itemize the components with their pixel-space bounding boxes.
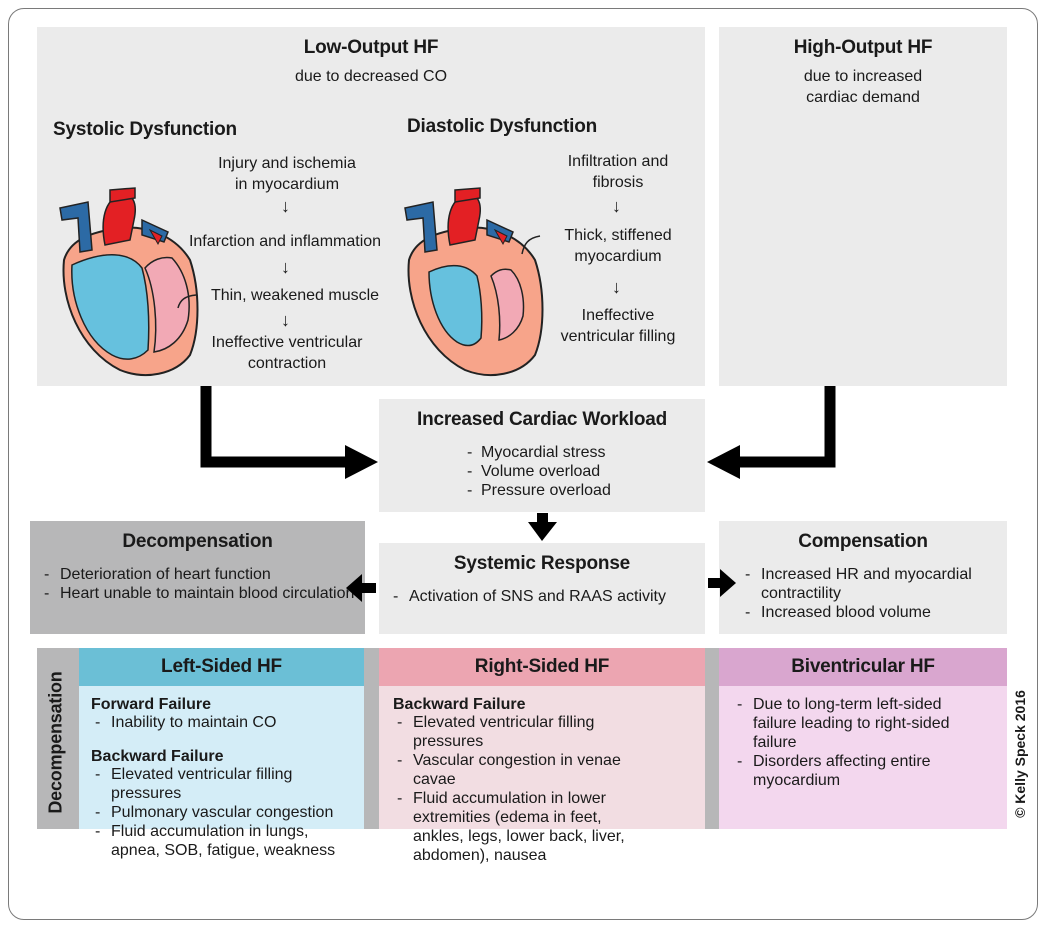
right-backward-item: Elevated ventricular filling pressures: [393, 713, 653, 751]
bi-hf-title: Biventricular HF: [791, 656, 935, 677]
systolic-arrow-3: ↓: [281, 310, 290, 330]
compensation-item: Increased blood volume: [741, 603, 981, 622]
decompensation-list: Deterioration of heart function Heart un…: [40, 565, 355, 603]
bi-hf-header: Biventricular HF: [719, 648, 1007, 686]
systolic-step-4: Ineffective ventricular contraction: [211, 334, 363, 372]
compensation-item: Increased HR and myocardial contractilit…: [741, 565, 981, 603]
left-backward-list: Elevated ventricular filling pressures P…: [91, 765, 356, 860]
right-backward-item: Vascular congestion in venae cavae: [393, 751, 653, 789]
systolic-arrow-2: ↓: [281, 257, 290, 277]
decompensation-title: Decompensation: [122, 531, 273, 552]
systolic-step-3: Thin, weakened muscle: [210, 287, 380, 304]
arrow-workload-down-shaft: [537, 513, 548, 525]
arrow-high-to-workload-head: [707, 445, 740, 479]
systemic-title: Systemic Response: [453, 553, 631, 574]
right-hf-title: Right-Sided HF: [474, 656, 610, 677]
decompensation-item: Heart unable to maintain blood circulati…: [40, 584, 355, 603]
compensation-list: Increased HR and myocardial contractilit…: [741, 565, 981, 622]
left-hf-body: Forward Failure Inability to maintain CO…: [79, 686, 364, 859]
right-hf-body: Backward Failure Elevated ventricular fi…: [379, 686, 705, 864]
right-hf-header: Right-Sided HF: [379, 648, 705, 686]
high-output-panel: High-Output HF due to increased cardiac …: [719, 27, 1007, 386]
leader-thin-muscle: [177, 294, 197, 309]
bi-hf-item: Disorders affecting entire myocardium: [733, 752, 963, 790]
arrow-to-comp-head: [720, 569, 736, 597]
left-backward-item: Elevated ventricular filling pressures: [91, 765, 356, 803]
bi-hf-list: Due to long-term left-sided failure lead…: [733, 695, 963, 790]
left-forward-list: Inability to maintain CO: [91, 713, 356, 732]
systemic-item: Activation of SNS and RAAS activity: [389, 587, 699, 606]
right-backward-list: Elevated ventricular filling pressures V…: [393, 713, 653, 865]
bi-hf-body: Due to long-term left-sided failure lead…: [719, 686, 1007, 829]
arrow-to-decomp-head: [346, 574, 362, 602]
systemic-panel: Systemic Response Activation of SNS and …: [379, 543, 705, 634]
arrow-to-decomp-shaft: [358, 583, 376, 593]
arrow-workload-down-head: [528, 522, 557, 541]
systolic-step-1: Injury and ischemia in myocardium: [218, 155, 356, 193]
left-backward-item: Pulmonary vascular congestion: [91, 803, 356, 822]
workload-item: -Pressure overload: [467, 482, 611, 499]
left-hf-title: Left-Sided HF: [161, 656, 282, 677]
right-backward-item: Fluid accumulation in lower extremities …: [393, 789, 653, 865]
left-backward-item: Fluid accumulation in lungs, apnea, SOB,…: [91, 822, 356, 860]
diastolic-title: Diastolic Dysfunction: [407, 116, 598, 137]
left-backward-title: Backward Failure: [91, 748, 224, 765]
diastolic-arrow-1: ↓: [612, 196, 621, 216]
diastolic-arrow-2: ↓: [612, 277, 621, 297]
systolic-title: Systolic Dysfunction: [53, 119, 237, 140]
decompensation-item: Deterioration of heart function: [40, 565, 355, 584]
arrow-high-to-workload: [735, 386, 836, 468]
left-forward-title: Forward Failure: [91, 696, 212, 713]
arrow-low-to-workload: [200, 386, 350, 468]
workload-item: -Myocardial stress: [467, 444, 606, 461]
workload-list: -Myocardial stress -Volume overload -Pre…: [467, 443, 611, 500]
arrow-to-comp-shaft: [708, 578, 726, 588]
high-output-subtitle: due to increased cardiac demand: [803, 68, 923, 106]
compensation-title: Compensation: [798, 531, 928, 552]
heart-systolic-icon: [59, 187, 199, 376]
leader-thick-myocardium: [521, 235, 541, 255]
systemic-list: Activation of SNS and RAAS activity: [389, 587, 699, 606]
diastolic-step-1: Infiltration and fibrosis: [567, 153, 669, 191]
diastolic-step-2: Thick, stiffened myocardium: [564, 227, 672, 265]
compensation-panel: Compensation Increased HR and myocardial…: [719, 521, 1007, 634]
workload-item: -Volume overload: [467, 463, 601, 480]
decompensation-panel: Decompensation Deterioration of heart fu…: [30, 521, 365, 634]
bi-hf-item: Due to long-term left-sided failure lead…: [733, 695, 963, 752]
diagram-frame: [8, 8, 1038, 920]
workload-title: Increased Cardiac Workload: [417, 409, 667, 430]
systolic-arrow-1: ↓: [281, 196, 290, 216]
systolic-step-2: Infarction and inflammation: [188, 233, 382, 250]
right-backward-title: Backward Failure: [393, 696, 526, 713]
low-output-title: Low-Output HF: [303, 37, 439, 58]
left-forward-item: Inability to maintain CO: [91, 713, 356, 732]
left-hf-header: Left-Sided HF: [79, 648, 364, 686]
diastolic-step-3: Ineffective ventricular filling: [560, 307, 676, 345]
high-output-title: High-Output HF: [793, 37, 933, 58]
low-output-subtitle: due to decreased CO: [294, 68, 448, 85]
heart-diastolic-icon: [404, 187, 544, 376]
arrow-low-to-workload-head: [345, 445, 378, 479]
workload-panel: Increased Cardiac Workload -Myocardial s…: [379, 399, 705, 512]
